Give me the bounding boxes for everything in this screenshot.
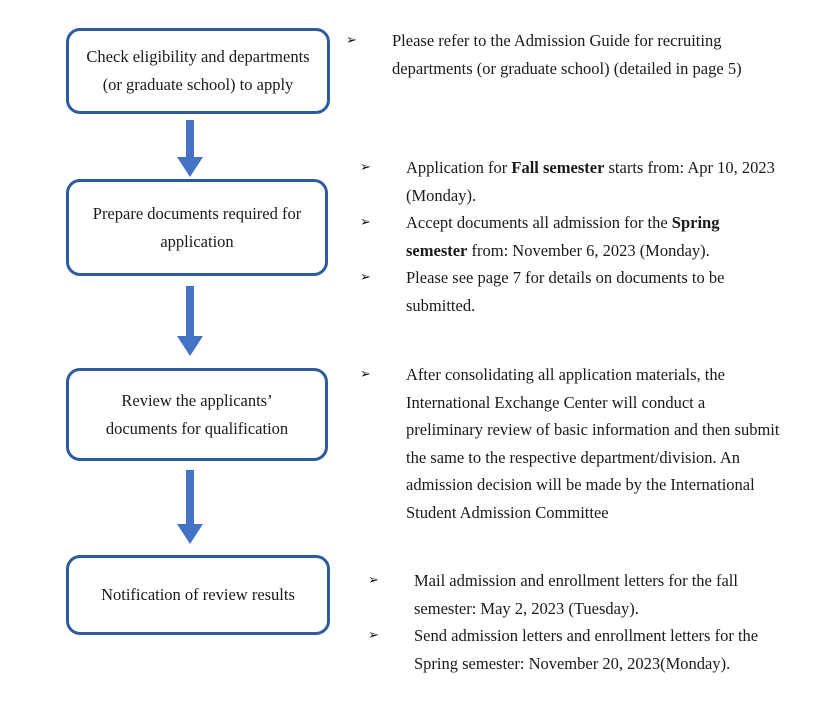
down-arrow-icon [177,470,203,544]
arrow-head [177,157,203,177]
flow-step-review-documents: Review the applicants’ documents for qua… [66,368,328,461]
note-block-prepare-documents: ➢ Application for Fall semester starts fr… [360,154,784,319]
note-text: Please see page 7 for details on documen… [406,268,725,315]
arrowhead-bullet-icon: ➢ [368,573,379,588]
note-item: ➢ Send admission letters and enrollment l… [368,622,782,677]
down-arrow-icon [177,286,203,356]
flow-step-prepare-documents: Prepare documents required for applicati… [66,179,328,276]
flow-step-check-eligibility: Check eligibility and departments (or gr… [66,28,330,114]
note-text: Accept documents all admission for the S… [406,213,720,260]
note-item: ➢ Mail admission and enrollment letters f… [368,567,782,622]
arrowhead-bullet-icon: ➢ [360,270,371,285]
note-text: Application for Fall semester starts fro… [406,158,775,205]
arrowhead-bullet-icon: ➢ [360,160,371,175]
note-item: ➢ Application for Fall semester starts fr… [360,154,784,209]
down-arrow-icon [177,120,203,177]
note-text: After consolidating all application mate… [406,365,780,522]
flow-step-notification: Notification of review results [66,555,330,635]
arrowhead-bullet-icon: ➢ [360,215,371,230]
arrow-head [177,524,203,544]
note-item: ➢ Please see page 7 for details on docume… [360,264,784,319]
arrowhead-bullet-icon: ➢ [346,33,357,48]
arrow-shaft [186,286,194,336]
note-block-notification: ➢ Mail admission and enrollment letters f… [368,567,782,677]
arrow-shaft [186,120,194,157]
note-item: ➢ Please refer to the Admission Guide for… [346,27,798,82]
arrowhead-bullet-icon: ➢ [360,367,371,382]
note-block-check-eligibility: ➢ Please refer to the Admission Guide for… [346,27,798,82]
note-text: Send admission letters and enrollment le… [414,626,759,673]
note-item: ➢ Accept documents all admission for the … [360,209,784,264]
arrowhead-bullet-icon: ➢ [368,628,379,643]
note-text: Please refer to the Admission Guide for … [392,31,742,78]
note-block-review-documents: ➢ After consolidating all application mat… [360,361,780,526]
arrow-head [177,336,203,356]
arrow-shaft [186,470,194,524]
note-text: Mail admission and enrollment letters fo… [414,571,738,618]
note-item: ➢ After consolidating all application mat… [360,361,780,526]
